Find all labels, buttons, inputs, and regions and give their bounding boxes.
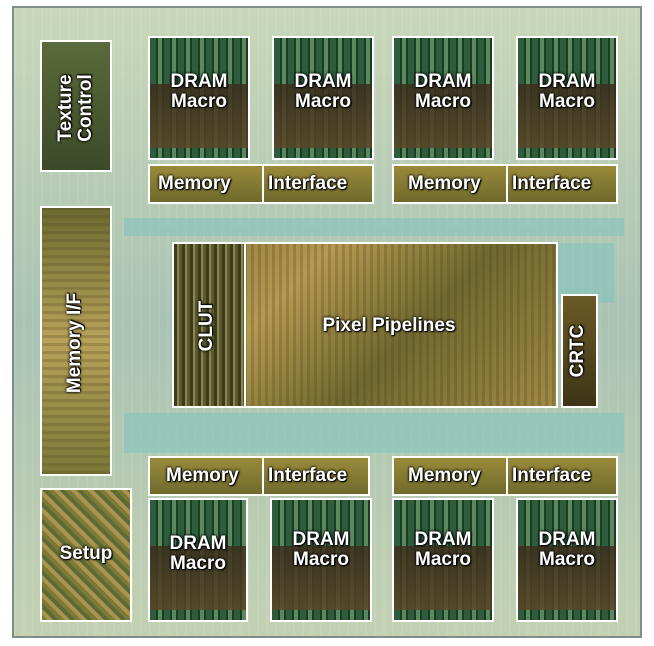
pixel-pipelines-label: Pixel Pipelines	[322, 315, 456, 336]
dram-core	[274, 83, 372, 149]
dram-macro-top-3: DRAM Macro	[392, 36, 494, 160]
dram-core	[518, 83, 616, 149]
dram-macro-top-2: DRAM Macro	[272, 36, 374, 160]
texture-control-label: Texture Control	[55, 74, 96, 142]
dram-macro-label: DRAM Macro	[538, 71, 596, 112]
crtc-block: CRTC	[561, 294, 598, 408]
dram-macro-bottom-1: DRAM Macro	[148, 498, 248, 622]
dram-core	[150, 545, 246, 611]
crtc-label: CRTC	[567, 324, 588, 378]
memory-interface-top-left: Memory Interface	[148, 164, 374, 204]
memory-label: Memory	[408, 465, 481, 486]
dram-core	[394, 545, 492, 611]
memory-interface-divider	[504, 456, 508, 496]
routing-strip	[124, 218, 624, 236]
memory-if-vertical-block: Memory I/F	[40, 206, 112, 476]
memory-label: Memory	[158, 173, 231, 194]
dram-macro-top-1: DRAM Macro	[148, 36, 250, 160]
clut-label: CLUT	[196, 300, 217, 352]
dram-macro-label: DRAM Macro	[169, 533, 227, 574]
memory-interface-divider	[260, 456, 264, 496]
dram-macro-label: DRAM Macro	[292, 529, 350, 570]
memory-label: Memory	[408, 173, 481, 194]
dram-core	[518, 545, 616, 611]
interface-label: Interface	[512, 465, 592, 486]
interface-label: Interface	[268, 465, 348, 486]
dram-macro-bottom-4: DRAM Macro	[516, 498, 618, 622]
memory-interface-bottom-right: Memory Interface	[392, 456, 618, 496]
setup-label: Setup	[59, 543, 113, 564]
dram-core	[150, 83, 248, 149]
setup-block: Setup	[40, 488, 132, 622]
interface-label: Interface	[512, 173, 592, 194]
memory-interface-divider	[504, 164, 508, 204]
dram-macro-bottom-3: DRAM Macro	[392, 498, 494, 622]
interface-label: Interface	[268, 173, 348, 194]
dram-core	[394, 83, 492, 149]
memory-interface-divider	[260, 164, 264, 204]
memory-interface-bottom-left: Memory Interface	[148, 456, 370, 496]
dram-macro-label: DRAM Macro	[170, 71, 228, 112]
texture-control-block: Texture Control	[40, 40, 112, 172]
dram-macro-top-4: DRAM Macro	[516, 36, 618, 160]
dram-macro-label: DRAM Macro	[538, 529, 596, 570]
dram-core	[272, 545, 370, 611]
dram-macro-label: DRAM Macro	[414, 71, 472, 112]
dram-macro-bottom-2: DRAM Macro	[270, 498, 372, 622]
memory-if-vertical-label: Memory I/F	[64, 292, 85, 394]
routing-strip	[554, 243, 614, 303]
memory-interface-top-right: Memory Interface	[392, 164, 618, 204]
memory-label: Memory	[166, 465, 239, 486]
dram-macro-label: DRAM Macro	[294, 71, 352, 112]
clut-block: CLUT	[172, 242, 246, 408]
dram-macro-label: DRAM Macro	[414, 529, 472, 570]
routing-strip	[124, 413, 624, 453]
